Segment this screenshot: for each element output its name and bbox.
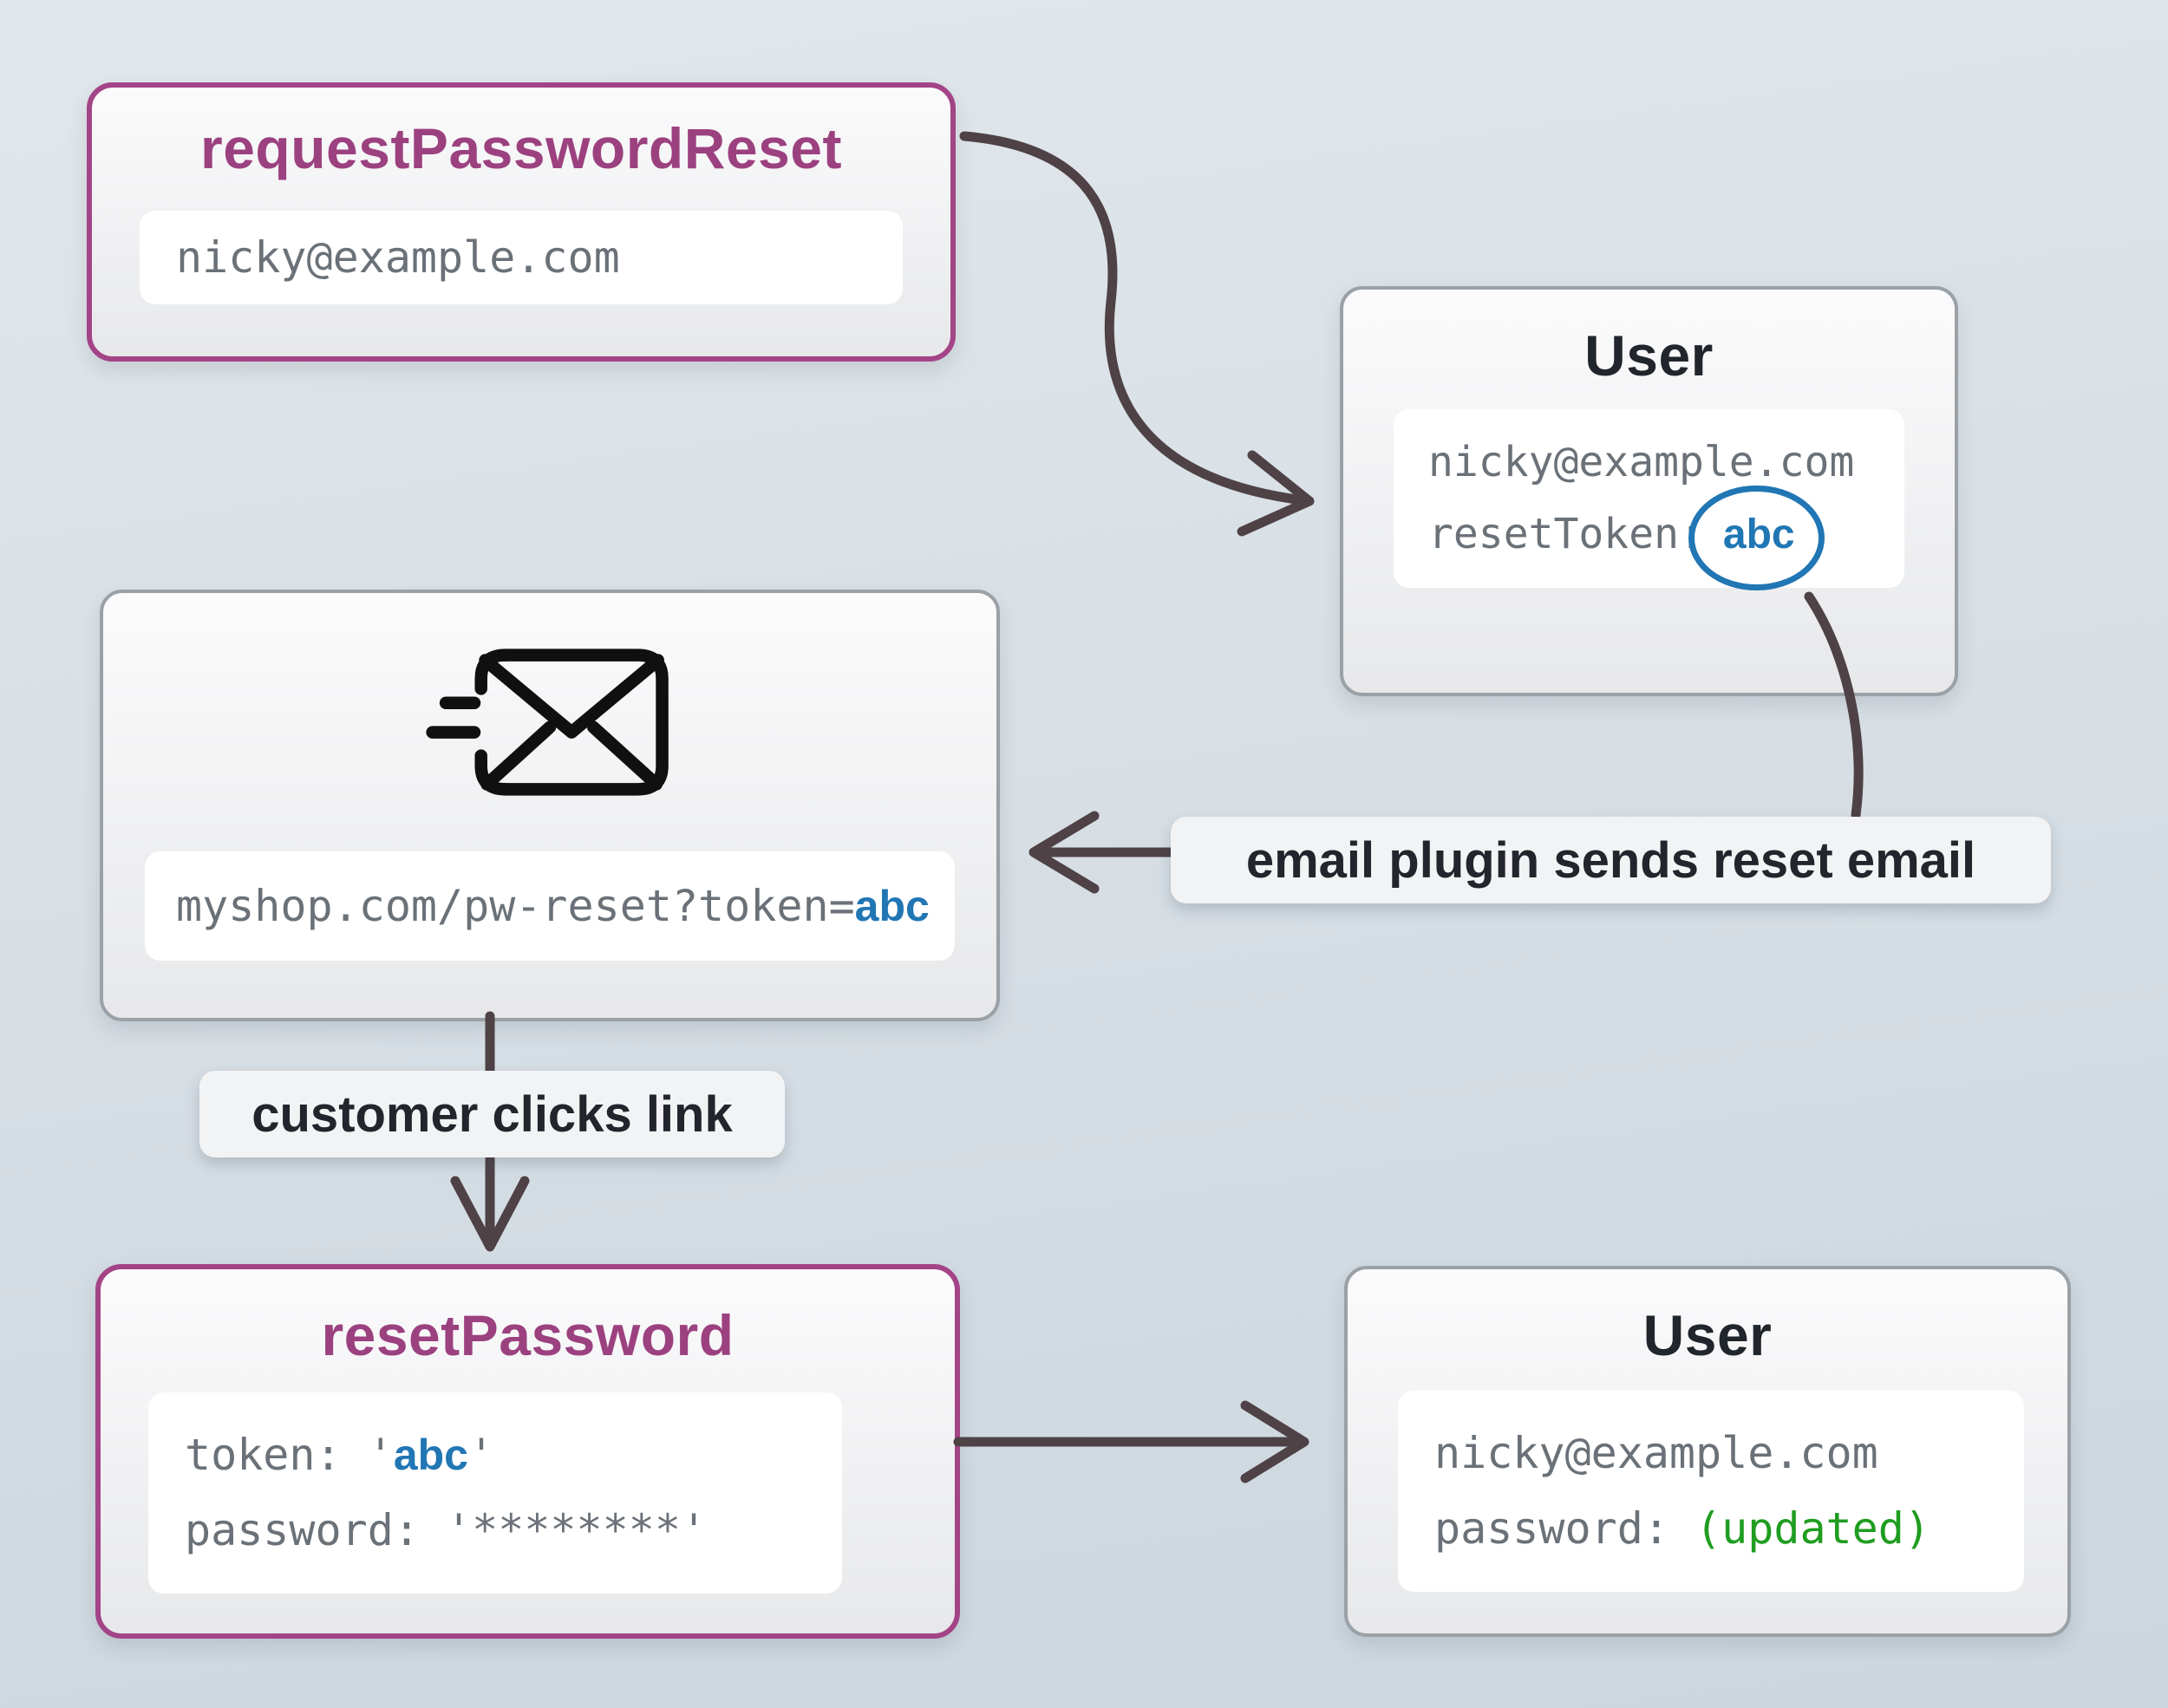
reset-token-label: resetToken: bbox=[1428, 509, 1704, 558]
reset-url-field: myshop.com/pw-reset?token=abc bbox=[145, 851, 955, 961]
token-arg-prefix: token: ' bbox=[185, 1430, 394, 1480]
sending-email-icon bbox=[426, 649, 669, 796]
password-updated-value: (updated) bbox=[1695, 1503, 1930, 1554]
user-top-email-line: nicky@example.com bbox=[1428, 438, 1904, 487]
arrow-request-to-user bbox=[959, 131, 1315, 537]
annotation-customer-clicks-text: customer clicks link bbox=[251, 1085, 733, 1143]
user-bottom-record-field: nicky@example.com password: (updated) bbox=[1398, 1391, 2024, 1592]
user-top-record-field: nicky@example.com resetToken:abc bbox=[1394, 409, 1904, 591]
email-value-field: nicky@example.com bbox=[140, 211, 903, 304]
annotation-email-plugin-text: email plugin sends reset email bbox=[1245, 831, 1976, 889]
annotation-customer-clicks: customer clicks link bbox=[199, 1071, 785, 1157]
arrow-label-to-email bbox=[1028, 811, 1176, 894]
reset-url-token: abc bbox=[854, 881, 930, 930]
arrow-reset-to-user bbox=[953, 1400, 1309, 1483]
annotation-email-plugin: email plugin sends reset email bbox=[1171, 817, 2051, 903]
node-title-reset-password: resetPassword bbox=[321, 1303, 735, 1367]
password-label: password: bbox=[1434, 1503, 1696, 1554]
node-title-request-password-reset: requestPasswordReset bbox=[200, 116, 842, 180]
reset-token-value-wrap: abc bbox=[1688, 485, 1825, 591]
reset-password-args-field: token: 'abc' password: '********' bbox=[148, 1392, 842, 1594]
token-arg-line: token: 'abc' bbox=[185, 1430, 842, 1481]
user-bottom-password-line: password: (updated) bbox=[1434, 1503, 2024, 1555]
user-bottom-email-line: nicky@example.com bbox=[1434, 1428, 1878, 1478]
password-arg-line: password: '********' bbox=[185, 1505, 708, 1555]
token-arg-suffix: ' bbox=[468, 1430, 495, 1480]
node-request-password-reset: requestPasswordReset nicky@example.com bbox=[87, 82, 956, 362]
token-arg-value: abc bbox=[393, 1431, 468, 1479]
node-title-user-top: User bbox=[1584, 323, 1714, 388]
node-reset-email: myshop.com/pw-reset?token=abc bbox=[100, 590, 1000, 1021]
user-top-email: nicky@example.com bbox=[1428, 437, 1855, 486]
user-top-reset-token-line: resetToken:abc bbox=[1428, 485, 1904, 591]
reset-url-prefix: myshop.com/pw-reset?token= bbox=[176, 880, 855, 931]
node-user-top: User nicky@example.com resetToken:abc bbox=[1340, 286, 1958, 696]
node-user-bottom: User nicky@example.com password: (update… bbox=[1344, 1266, 2071, 1637]
node-reset-password: resetPassword token: 'abc' password: '**… bbox=[95, 1264, 960, 1639]
token-highlight-circle bbox=[1688, 485, 1825, 591]
email-value: nicky@example.com bbox=[176, 231, 620, 283]
node-title-user-bottom: User bbox=[1642, 1303, 1773, 1367]
reset-url: myshop.com/pw-reset?token=abc bbox=[176, 881, 930, 932]
